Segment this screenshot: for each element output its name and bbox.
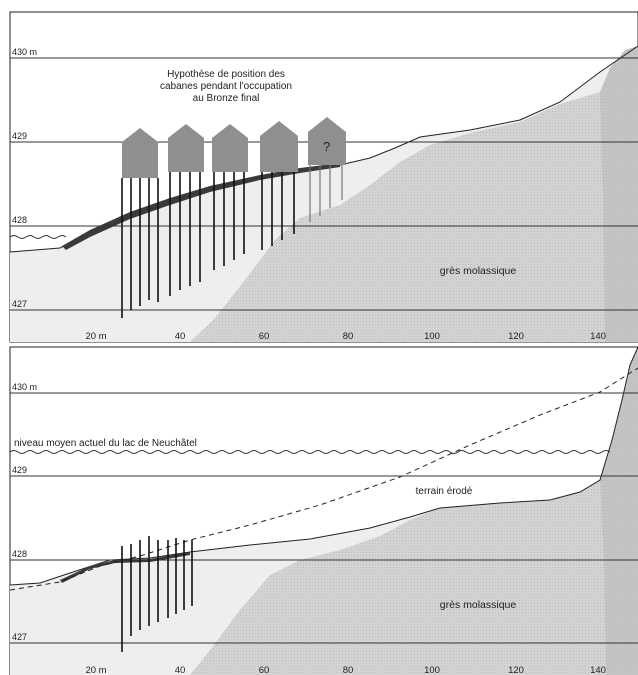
eroded-terrain-label: terrain érodé bbox=[416, 486, 473, 497]
hut-question-mark: ? bbox=[323, 139, 330, 154]
top-water-wave bbox=[9, 235, 67, 239]
top-x-tick-60: 60 bbox=[259, 331, 270, 342]
hut-5 bbox=[308, 117, 346, 165]
top-bedrock bbox=[190, 46, 638, 342]
hypothesis-label-line-3: au Bronze final bbox=[193, 93, 260, 104]
bottom-level-label-430: 430 m bbox=[12, 382, 37, 392]
bottom-level-label-428: 428 bbox=[12, 549, 27, 559]
bottom-x-tick-20: 20 m bbox=[85, 665, 106, 675]
top-x-tick-100: 100 bbox=[424, 331, 440, 342]
bottom-x-tick-60: 60 bbox=[259, 665, 270, 675]
bottom-bedrock-steep bbox=[600, 347, 638, 675]
top-level-label-428: 428 bbox=[12, 215, 27, 225]
top-x-tick-80: 80 bbox=[343, 331, 354, 342]
hypothesis-label-line-1: Hypothèse de position des bbox=[167, 69, 285, 80]
hut-2 bbox=[168, 124, 204, 172]
top-x-tick-120: 120 bbox=[508, 331, 524, 342]
top-x-tick-140: 140 bbox=[590, 331, 606, 342]
bottom-lake-level-wave bbox=[9, 450, 611, 454]
hut-3 bbox=[212, 124, 248, 172]
top-x-tick-40: 40 bbox=[175, 331, 186, 342]
top-level-label-430: 430 m bbox=[12, 47, 37, 57]
bottom-piles bbox=[121, 536, 193, 652]
hut-4 bbox=[260, 121, 298, 172]
bottom-x-tick-80: 80 bbox=[343, 665, 354, 675]
bottom-x-tick-140: 140 bbox=[590, 665, 606, 675]
bottom-x-tick-100: 100 bbox=[424, 665, 440, 675]
top-panel: ? Hypothèse de position des cabanes pend… bbox=[9, 11, 638, 343]
lake-level-label: niveau moyen actuel du lac de Neuchâtel bbox=[14, 438, 197, 449]
bottom-x-tick-40: 40 bbox=[175, 665, 186, 675]
bottom-level-label-427: 427 bbox=[12, 632, 27, 642]
top-x-tick-20: 20 m bbox=[85, 331, 106, 342]
top-bedrock-label: grès molassique bbox=[440, 265, 517, 277]
bottom-bedrock bbox=[190, 347, 638, 675]
bottom-level-label-429: 429 bbox=[12, 465, 27, 475]
bottom-dashed-profile bbox=[10, 367, 638, 591]
top-huts bbox=[122, 117, 346, 178]
bottom-bedrock-label: grès molassique bbox=[440, 599, 517, 611]
bottom-panel: niveau moyen actuel du lac de Neuchâtel … bbox=[9, 346, 638, 675]
top-bedrock-steep bbox=[600, 46, 638, 342]
hut-1 bbox=[122, 128, 158, 178]
hypothesis-label-line-2: cabanes pendant l'occupation bbox=[160, 81, 292, 92]
top-piles-light bbox=[309, 165, 343, 222]
top-level-label-429: 429 bbox=[12, 131, 27, 141]
bottom-x-tick-120: 120 bbox=[508, 665, 524, 675]
top-level-label-427: 427 bbox=[12, 299, 27, 309]
top-piles bbox=[121, 172, 295, 318]
